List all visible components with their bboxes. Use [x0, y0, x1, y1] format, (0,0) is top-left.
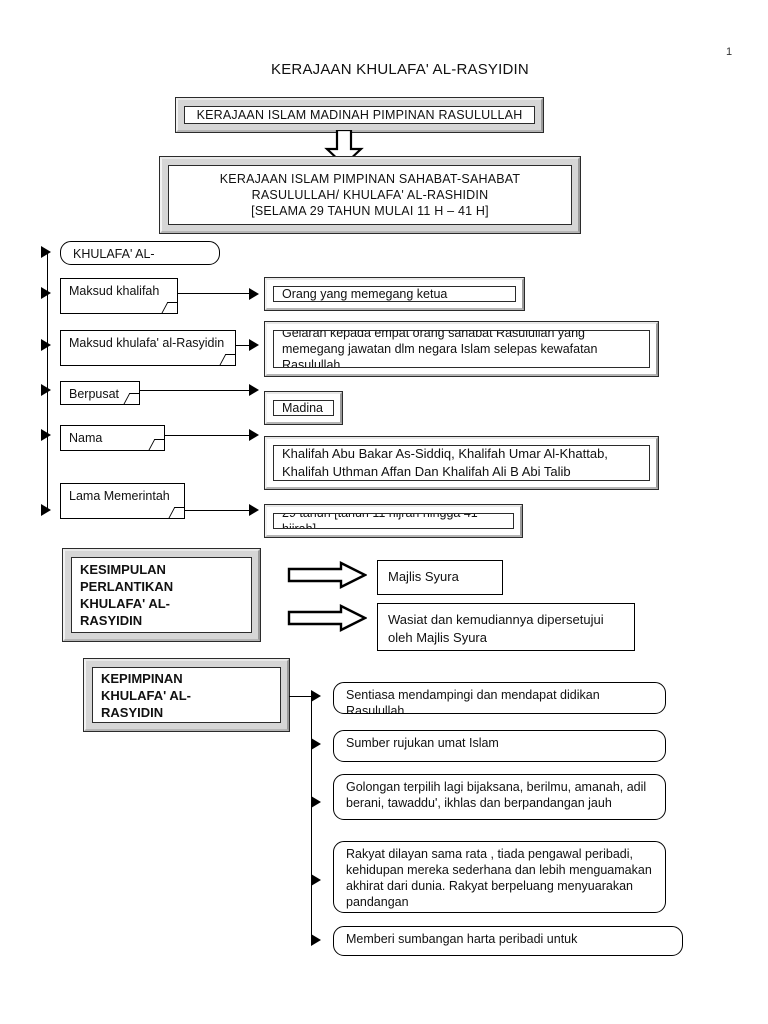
kesimpulan-title-label: KESIMPULAN PERLANTIKAN KHULAFA' AL- RASY… [72, 561, 251, 629]
value-box-1-inner: Gelaran kepada empat orang sahabat Rasul… [274, 331, 649, 367]
kepimpinan-arrow-1 [311, 738, 321, 750]
connector-line-3 [165, 435, 250, 437]
definition-heading-label: KHULAFA' AL- [73, 247, 155, 261]
flow-box-1-inner: KERAJAAN ISLAM MADINAH PIMPINAN RASULULL… [185, 107, 534, 123]
kepimpinan-title-inner: KEPIMPINAN KHULAFA' AL- RASYIDIN [93, 668, 280, 722]
value-box-0-inner: Orang yang memegang ketua [274, 287, 515, 301]
label-note-4-text: Lama Memerintah [69, 489, 170, 503]
kepimpinan-arrow-4 [311, 934, 321, 946]
kesimpulan-title-line-1: PERLANTIKAN [80, 579, 174, 594]
kesimpulan-item-1: Wasiat dan kemudiannya dipersetujui oleh… [377, 603, 635, 651]
kesimpulan-item-1-text: Wasiat dan kemudiannya dipersetujui oleh… [388, 612, 604, 645]
connector-arrow-4 [249, 504, 259, 516]
label-note-2-text: Berpusat [69, 387, 120, 401]
value-box-3: Khalifah Abu Bakar As-Siddiq, Khalifah U… [264, 436, 659, 490]
flow-box-2-label: KERAJAAN ISLAM PIMPINAN SAHABAT-SAHABAT … [169, 171, 571, 219]
kepimpinan-item-2-text: Golongan terpilih lagi bijaksana, berilm… [346, 780, 647, 810]
label-note-maksud-khalifah: Maksud khalifah [60, 278, 178, 314]
spine-arrow-5 [41, 504, 51, 516]
kepimpinan-title-line-2: RASYIDIN [101, 704, 164, 720]
value-box-3-text: Khalifah Abu Bakar As-Siddiq, Khalifah U… [282, 446, 608, 479]
value-box-1: Gelaran kepada empat orang sahabat Rasul… [264, 321, 659, 377]
spine-arrow-2 [41, 339, 51, 351]
kepimpinan-item-0: Sentiasa mendampingi dan mendapat didika… [333, 682, 666, 714]
flow-box-2-line-2: RASULULLAH/ KHULAFA' AL-RASHIDIN [251, 188, 489, 202]
value-box-4-inner: 29 tahun [tahun 11 hijrah hingga 41 hijr… [274, 514, 513, 528]
kesimpulan-title-line-3: RASYIDIN [80, 613, 143, 628]
label-note-maksud-khulafa: Maksud khulafa' al-Rasyidin [60, 330, 236, 366]
value-box-0-text: Orang yang memegang ketua [282, 287, 448, 301]
kepimpinan-arrow-3 [311, 874, 321, 886]
connector-line-0 [178, 293, 250, 295]
value-box-1-text: Gelaran kepada empat orang sahabat Rasul… [282, 331, 598, 367]
block-right-arrow-icon-0 [287, 561, 368, 589]
kepimpinan-arrow-2 [311, 796, 321, 808]
connector-arrow-1 [249, 339, 259, 351]
kepimpinan-title-line-0: KEPIMPINAN [101, 670, 183, 686]
kesimpulan-item-0-text: Majlis Syura [388, 569, 459, 584]
kepimpinan-title-box: KEPIMPINAN KHULAFA' AL- RASYIDIN [83, 658, 290, 732]
kesimpulan-title-line-2: KHULAFA' AL- [80, 596, 170, 611]
kepimpinan-arrow-0 [311, 690, 321, 702]
kepimpinan-item-4-text: Memberi sumbangan harta peribadi untuk [346, 932, 578, 946]
page-title: KERAJAAN KHULAFA' AL-RASYIDIN [271, 61, 529, 78]
definition-spine-line [47, 252, 49, 510]
connector-line-2 [140, 390, 250, 392]
label-note-3-text: Nama [69, 431, 103, 445]
page-number: 1 [726, 46, 733, 58]
value-box-0: Orang yang memegang ketua [264, 277, 525, 311]
label-note-lama-memerintah: Lama Memerintah [60, 483, 185, 519]
connector-line-1 [236, 345, 250, 347]
page-fold-icon [161, 302, 177, 313]
value-box-4: 29 tahun [tahun 11 hijrah hingga 41 hijr… [264, 504, 523, 538]
kesimpulan-title-line-0: KESIMPULAN [80, 562, 166, 577]
label-note-nama: Nama [60, 425, 165, 451]
connector-line-4 [185, 510, 250, 512]
page-fold-icon [168, 507, 184, 518]
kesimpulan-title-inner: KESIMPULAN PERLANTIKAN KHULAFA' AL- RASY… [72, 558, 251, 632]
connector-arrow-0 [249, 288, 259, 300]
kepimpinan-spine-line [311, 696, 313, 941]
spine-arrow-4 [41, 429, 51, 441]
connector-arrow-2 [249, 384, 259, 396]
kepimpinan-item-1-text: Sumber rujukan umat Islam [346, 736, 499, 750]
connector-arrow-3 [249, 429, 259, 441]
kepimpinan-item-3: Rakyat dilayan sama rata , tiada pengawa… [333, 841, 666, 913]
kepimpinan-title-line-1: KHULAFA' AL- [101, 687, 191, 703]
label-note-berpusat: Berpusat [60, 381, 140, 405]
page-fold-icon [219, 354, 235, 365]
value-box-2-inner: Madina [274, 401, 333, 415]
value-box-2: Madina [264, 391, 343, 425]
flow-box-kerajaan-madinah: KERAJAAN ISLAM MADINAH PIMPINAN RASULULL… [175, 97, 544, 133]
kepimpinan-item-0-text: Sentiasa mendampingi dan mendapat didika… [346, 688, 600, 714]
kepimpinan-item-4: Memberi sumbangan harta peribadi untuk [333, 926, 683, 956]
kepimpinan-item-3-text: Rakyat dilayan sama rata , tiada pengawa… [346, 847, 652, 909]
kepimpinan-title-label: KEPIMPINAN KHULAFA' AL- RASYIDIN [93, 670, 280, 721]
kepimpinan-item-1: Sumber rujukan umat Islam [333, 730, 666, 762]
kepimpinan-stub-line [289, 696, 312, 698]
label-note-0-text: Maksud khalifah [69, 284, 160, 298]
kepimpinan-item-2: Golongan terpilih lagi bijaksana, berilm… [333, 774, 666, 820]
spine-arrow-3 [41, 384, 51, 396]
flow-box-1-label: KERAJAAN ISLAM MADINAH PIMPINAN RASULULL… [196, 108, 523, 122]
kesimpulan-title-box: KESIMPULAN PERLANTIKAN KHULAFA' AL- RASY… [62, 548, 261, 642]
flow-box-2-line-1: KERAJAAN ISLAM PIMPINAN SAHABAT-SAHABAT [219, 172, 521, 186]
flow-box-kerajaan-sahabat: KERAJAAN ISLAM PIMPINAN SAHABAT-SAHABAT … [159, 156, 581, 234]
kesimpulan-item-0: Majlis Syura [377, 560, 503, 595]
definition-heading-pill: KHULAFA' AL- [60, 241, 220, 265]
value-box-4-text: 29 tahun [tahun 11 hijrah hingga 41 hijr… [274, 514, 513, 528]
spine-arrow-1 [41, 287, 51, 299]
value-box-3-inner: Khalifah Abu Bakar As-Siddiq, Khalifah U… [274, 446, 649, 480]
flow-box-2-line-3: [SELAMA 29 TAHUN MULAI 11 H – 41 H] [251, 204, 489, 218]
block-right-arrow-icon-1 [287, 604, 368, 632]
spine-arrow-0 [41, 246, 51, 258]
label-note-1-text: Maksud khulafa' al-Rasyidin [69, 336, 225, 350]
value-box-2-text: Madina [282, 401, 323, 415]
flow-box-2-inner: KERAJAAN ISLAM PIMPINAN SAHABAT-SAHABAT … [169, 166, 571, 224]
